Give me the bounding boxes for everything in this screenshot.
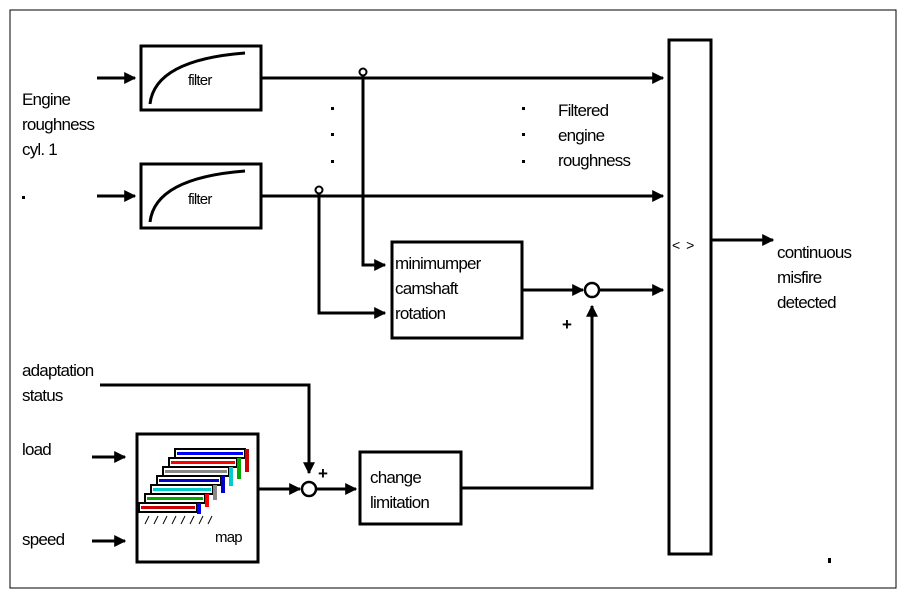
ellipsis-dot: [522, 107, 525, 110]
outer-frame: [9, 9, 897, 589]
map-hatch-mark: [144, 515, 150, 525]
map-surface-band: [171, 461, 235, 464]
map-surface-side: [197, 503, 201, 514]
map-surface-band: [153, 488, 211, 491]
map-surface-side: [245, 449, 249, 472]
filter-block-1: [139, 44, 263, 112]
adaptation-status-line-1: adaptation: [22, 361, 94, 380]
engine-roughness-line-3: cyl. 1: [22, 140, 58, 159]
ellipsis-dot: [522, 133, 525, 136]
output-line-1: continuous: [777, 243, 852, 262]
change-limitation-line-2: limitation: [370, 493, 430, 512]
output-line-2: misfire: [777, 268, 822, 287]
change-limitation-line-1: change: [370, 468, 422, 487]
minimum-line-1: minimumper: [395, 254, 481, 273]
stray-mark: [828, 558, 831, 563]
speed-label: speed: [22, 530, 65, 549]
sum-junction-upper: [583, 281, 601, 299]
junction-node-2: [314, 185, 324, 195]
filtered-roughness-label: Filtered engine roughness: [558, 98, 631, 173]
map-3d-surface-icon: [138, 448, 249, 525]
change-limitation-block: [358, 450, 463, 526]
ellipsis-dot-input: [22, 196, 25, 199]
adaptation-status-label: adaptation status: [22, 358, 94, 408]
map-surface-band: [177, 452, 243, 455]
map-surface-band: [159, 479, 219, 482]
map-surface-side: [205, 494, 209, 507]
map-hatch-mark: [153, 515, 159, 525]
map-hatch-mark: [198, 515, 204, 525]
plus-sign-lower: +: [318, 464, 328, 483]
filter-curve-icon-1: [148, 51, 246, 105]
filtered-roughness-line-3: roughness: [558, 151, 631, 170]
minimum-line-2: camshaft: [395, 279, 458, 298]
ellipsis-dot: [331, 107, 334, 110]
map-surface-side: [221, 476, 225, 493]
comparator-label: < >: [672, 237, 696, 253]
filter-2-label: filter: [188, 191, 212, 208]
engine-roughness-line-1: Engine: [22, 90, 71, 109]
filter-curve-icon-2: [148, 169, 246, 223]
minimum-line-3: rotation: [395, 304, 446, 323]
engine-roughness-label: Engine roughness cyl. 1: [22, 87, 95, 162]
map-surface-side: [213, 485, 217, 500]
minimum-block-label: minimumper camshaft rotation: [395, 251, 481, 326]
map-label: map: [215, 529, 243, 546]
ellipsis-dot: [331, 133, 334, 136]
adaptation-status-line-2: status: [22, 386, 63, 405]
filter-1-label: filter: [188, 72, 212, 89]
tap-line-1: [361, 76, 387, 271]
change-limitation-label: change limitation: [370, 465, 430, 515]
plus-sign-upper: +: [562, 315, 572, 334]
map-hatch-mark: [189, 515, 195, 525]
output-label: continuous misfire detected: [777, 240, 852, 315]
filtered-roughness-line-1: Filtered: [558, 101, 609, 120]
junction-node-1: [358, 67, 368, 77]
map-hatch-mark: [171, 515, 177, 525]
output-line-3: detected: [777, 293, 837, 312]
load-label: load: [22, 440, 52, 459]
tap-line-2: [317, 194, 387, 319]
map-surface-band: [141, 506, 195, 509]
comparator-block: [667, 38, 713, 556]
ellipsis-dot: [522, 160, 525, 163]
map-hatch-mark: [162, 515, 168, 525]
engine-roughness-line-2: roughness: [22, 115, 95, 134]
map-surface-band: [165, 470, 227, 473]
adaptation-status-line: [100, 383, 315, 475]
filtered-roughness-line-2: engine: [558, 126, 605, 145]
sum-junction-lower: [300, 480, 318, 498]
map-hatch-mark: [207, 515, 213, 525]
map-surface-band: [147, 497, 203, 500]
change-limitation-output-line: [461, 304, 598, 490]
ellipsis-dot: [331, 160, 334, 163]
minimum-block: [390, 240, 524, 340]
map-surface-side: [237, 458, 241, 479]
map-hatch-mark: [180, 515, 186, 525]
map-surface-side: [229, 467, 233, 486]
